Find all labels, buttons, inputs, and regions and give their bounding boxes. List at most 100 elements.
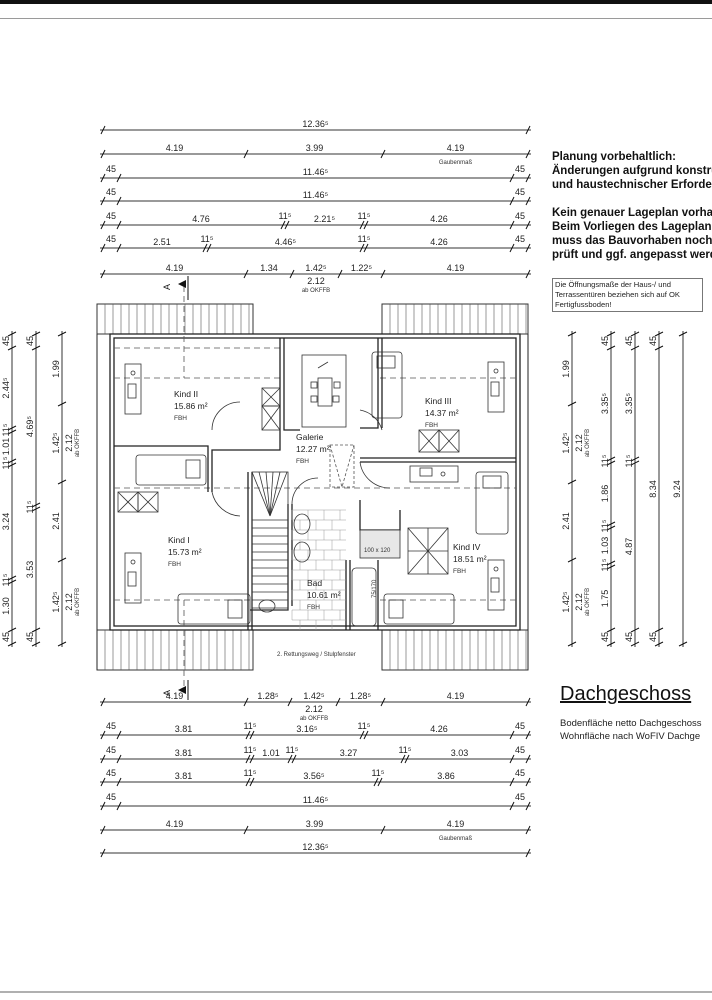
- note-line: muss das Bauvorhaben noch: [552, 235, 712, 247]
- dimension-tick: [525, 825, 531, 835]
- room-name: Kind III: [425, 396, 451, 406]
- shower-size-label: 100 x 120: [364, 548, 391, 554]
- section-label-bottom: A: [162, 690, 172, 696]
- room-area: 18.51 m²: [453, 554, 487, 564]
- dimension-tick: [116, 730, 122, 740]
- dimension-label: 3.81: [175, 724, 193, 734]
- dimension-tick: [245, 754, 251, 764]
- dimension-tick: [525, 730, 531, 740]
- dimension-label: 11.46⁵: [303, 190, 329, 200]
- dimension-label: 4.19: [447, 691, 465, 701]
- dimension-label: 11⁵: [25, 500, 35, 513]
- dimension-tick: [287, 754, 293, 764]
- dimension-tick: [31, 331, 41, 337]
- dimension-tick: [567, 331, 577, 337]
- dimension-label: 2.41: [561, 512, 571, 530]
- dimension-tick: [363, 220, 369, 230]
- dimension-label: 11⁵: [243, 768, 256, 778]
- dimension-tick: [567, 641, 577, 647]
- dimension-tick: [202, 243, 208, 253]
- dimension-tick: [7, 641, 17, 647]
- roof-bottom-left: [96, 629, 254, 671]
- dimension-tick: [380, 697, 386, 707]
- dimension-tick: [7, 462, 17, 468]
- room-kind-ii: Kind II 15.86 m² FBH: [174, 389, 208, 422]
- dimension-label: 1.42⁵: [51, 432, 61, 454]
- dimension-tick: [359, 220, 365, 230]
- dimension-label: 2.41: [51, 512, 61, 530]
- dimension-label: 1.01: [262, 748, 280, 758]
- door-swings: [211, 401, 391, 517]
- dimension-label: 4.19: [166, 143, 184, 153]
- dimension-tick: [31, 345, 41, 351]
- dimension-label: 11⁵: [357, 211, 370, 221]
- dimension-tick: [57, 479, 67, 485]
- dimension-label: 4.46⁵: [275, 237, 297, 247]
- dimension-tick: [654, 641, 664, 647]
- living-area-label: Wohnfläche nach WoFIV Dachge: [560, 731, 701, 742]
- dimension-label: 3.03: [451, 748, 469, 758]
- dimension-col-right-4: 9.24: [672, 331, 688, 647]
- dimension-sublabel: ab OKFFB: [300, 716, 328, 722]
- wardrobes: [117, 387, 460, 575]
- dimension-label: 4.69⁵: [25, 416, 35, 438]
- dimension-label: 45: [515, 721, 525, 731]
- dimension-tick: [57, 401, 67, 407]
- dimension-tick: [57, 557, 67, 563]
- dimension-tick: [606, 627, 616, 633]
- dimension-tick: [249, 777, 255, 787]
- dimension-label: 11⁵: [1, 573, 11, 586]
- dimension-tick: [606, 331, 616, 337]
- dimension-tick: [116, 777, 122, 787]
- dimension-label: 4.76: [192, 214, 210, 224]
- dimension-label: 45: [106, 745, 116, 755]
- note-line: Änderungen aufgrund konstru: [552, 165, 712, 177]
- dimension-tick: [7, 627, 17, 633]
- roof-top-left: [96, 303, 254, 335]
- dimension-label: 45: [106, 721, 116, 731]
- dimension-label: 45: [106, 211, 116, 221]
- dimension-tick: [7, 429, 17, 435]
- dimension-label: 1.28⁵: [350, 691, 372, 701]
- page-bottom-border: [0, 991, 712, 993]
- dimension-label: 11⁵: [243, 721, 256, 731]
- stair-winder: [251, 471, 271, 517]
- floor-title: Dachgeschoss: [560, 683, 692, 705]
- dimension-tick: [654, 627, 664, 633]
- dimension-tick: [206, 243, 212, 253]
- dimension-label: 45: [515, 792, 525, 802]
- dimension-tick: [377, 777, 383, 787]
- roof-bottom-right: [381, 629, 529, 671]
- note-line: Beim Vorliegen des Lageplan: [552, 221, 712, 233]
- dimension-row-top-0: 12.36⁵: [100, 119, 531, 135]
- dimension-tick: [100, 125, 106, 135]
- dimension-tick: [630, 460, 640, 466]
- dimension-label: 45: [515, 234, 525, 244]
- dimension-tick: [31, 641, 41, 647]
- note-line: prüft und ggf. angepasst werd: [552, 249, 712, 261]
- dimension-label: 3.81: [175, 771, 193, 781]
- dimension-tick: [525, 697, 531, 707]
- bathroom-fixtures: [258, 509, 401, 630]
- dimension-tick: [509, 196, 515, 206]
- dimension-tick: [359, 243, 365, 253]
- dimension-tick: [509, 754, 515, 764]
- dimension-label: 2.21⁵: [314, 214, 336, 224]
- dimension-label: 3.53: [25, 561, 35, 579]
- stair-winder: [265, 471, 271, 517]
- exterior-walls: [96, 333, 529, 670]
- dimension-tick: [289, 269, 295, 279]
- dimension-label: 2.51: [153, 237, 171, 247]
- dimension-label: 1.03: [600, 537, 610, 555]
- dimension-tick: [525, 848, 531, 858]
- dimension-sublabel: 2.12: [64, 593, 74, 611]
- dimension-label: 3.35⁵: [624, 393, 634, 415]
